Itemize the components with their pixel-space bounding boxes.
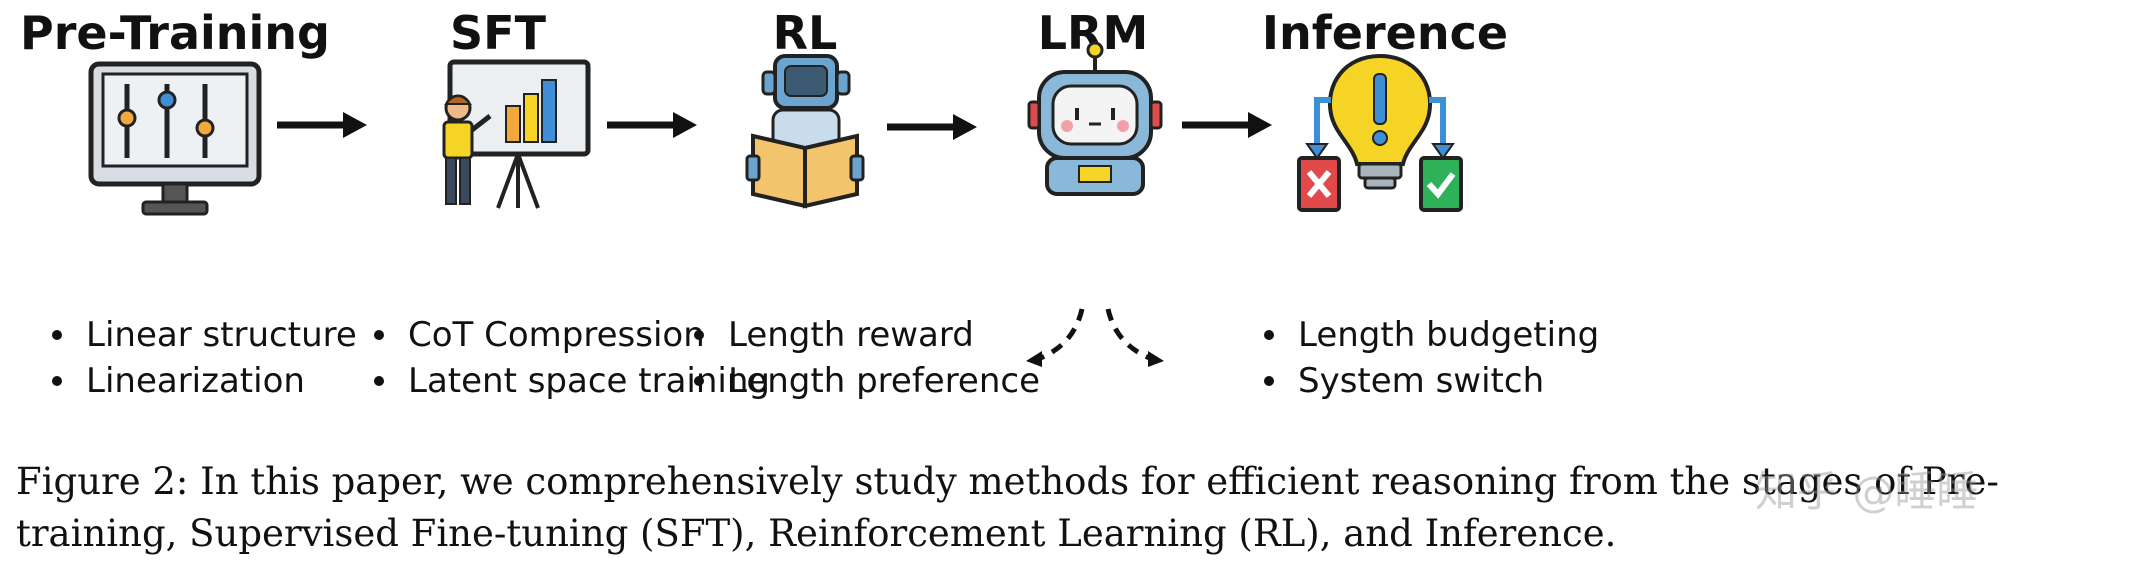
bullet-list-rl: Length reward Length preference (690, 312, 1040, 404)
list-item: Linearization (48, 358, 357, 404)
robot-reading-book-icon (745, 54, 865, 209)
arrow-right-icon (607, 112, 697, 138)
list-item: Linear structure (48, 312, 357, 358)
list-item: CoT Compression (370, 312, 770, 358)
robot-head-icon (1027, 41, 1163, 196)
lightbulb-decision-icon (1297, 53, 1463, 212)
arrow-right-icon (277, 112, 367, 138)
list-item: Latent space training (370, 358, 770, 404)
branch-arrows-icon (1026, 308, 1164, 367)
list-item: Length budgeting (1260, 312, 1599, 358)
list-item: System switch (1260, 358, 1599, 404)
stage-title-inference: Inference (1261, 6, 1509, 60)
list-item: Length reward (690, 312, 1040, 358)
figure-caption: Figure 2: In this paper, we comprehensiv… (16, 460, 1999, 555)
bullet-list-sft: CoT Compression Latent space training (370, 312, 770, 404)
stage-title-sft: SFT (450, 6, 546, 60)
arrow-right-icon (1182, 112, 1272, 138)
stage-title-pretraining: Pre-Training (20, 6, 330, 60)
arrow-right-icon (887, 114, 977, 140)
teacher-presentation-icon (442, 59, 591, 209)
watermark: 知乎 @睡睡 (1755, 467, 1979, 516)
bullet-list-pretraining: Linear structure Linearization (48, 312, 357, 404)
monitor-sliders-icon (88, 61, 262, 216)
stage-title-rl: RL (772, 6, 838, 60)
list-item: Length preference (690, 358, 1040, 404)
bullet-list-inference: Length budgeting System switch (1260, 312, 1599, 404)
